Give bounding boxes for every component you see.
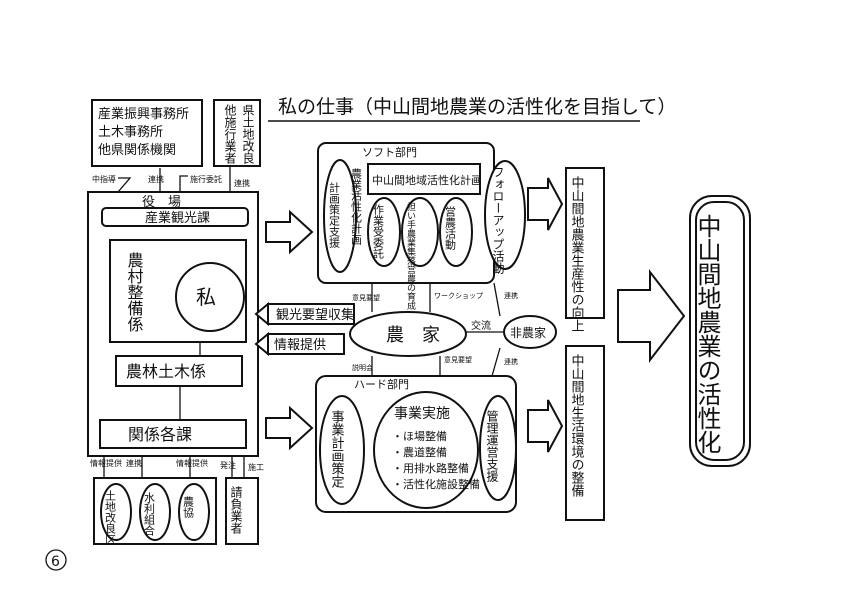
arrow-guidance-icon — [117, 177, 132, 193]
page-number: 6 — [51, 554, 60, 570]
implementation-item-0: ・ほ場整備 — [392, 429, 447, 443]
arrow-to-soft-icon — [265, 209, 314, 255]
local-body-2: 農協 — [182, 495, 195, 519]
soft-item-2: 作業受委託 — [372, 204, 385, 259]
farmers-ellipse — [349, 311, 467, 357]
arrow-lower-right-icon — [491, 347, 501, 377]
department-label: 産業観光課 — [145, 210, 210, 226]
local-body-0: 土地改良区 — [104, 490, 117, 545]
bottom-label-3: 発注 — [220, 460, 236, 470]
local-body-1: 水利組合 — [143, 492, 156, 536]
followup-oval — [484, 160, 526, 270]
rural-section-label: 農村整備係 — [125, 252, 144, 333]
soft-item-4: 営農活動 — [444, 205, 457, 251]
related-sections-box — [99, 419, 247, 449]
soft-division-title: ソフト部門 — [362, 145, 417, 159]
arrow-to-outcome-1-icon — [527, 399, 564, 453]
implementation-title: 事業実施 — [394, 406, 450, 422]
hard-plan-oval — [319, 395, 365, 505]
bottom-label-2: 情報提供 — [176, 458, 208, 468]
outcome-0-box — [565, 167, 605, 319]
exchange-label: 交流 — [471, 319, 491, 332]
bottom-label-4: 施工 — [248, 462, 264, 472]
interaction-upper-mid: ワークショップ — [434, 292, 483, 300]
arrow-to-hard-icon — [265, 405, 314, 451]
external-offices-box — [91, 99, 203, 167]
contractor-label: 請負業者 — [229, 486, 243, 535]
plan-label: 中山間地域活性化計画 — [372, 173, 482, 187]
local-body-1-oval — [139, 483, 171, 541]
side-note-1-arrowhead-icon — [254, 331, 269, 357]
farm-civil-section-label: 農林土木係 — [126, 362, 206, 381]
farm-civil-section-box — [115, 355, 243, 387]
land-improvement-box — [213, 99, 261, 167]
page-title: 私の仕事（中山間地農業の活性化を目指して） — [278, 96, 676, 118]
page-number-circle — [45, 549, 67, 571]
external-office-0: 産業振興事務所 — [98, 106, 189, 122]
outcome-0: 中山間地農業生産性の向上 — [569, 176, 585, 332]
external-office-2: 他県関係機関 — [98, 143, 176, 158]
interaction-lower-left: 説明会 — [352, 363, 373, 372]
soft-item-2-oval — [367, 197, 401, 267]
local-body-2-oval — [178, 483, 210, 541]
side-note-0: 観光要望収集 — [276, 307, 354, 323]
label-cooperation: 連携 — [234, 178, 250, 188]
implementation-item-1: ・農道整備 — [392, 445, 447, 459]
interaction-lower-mid: 意見要望 — [444, 355, 472, 364]
side-note-1: 情報提供 — [274, 337, 326, 353]
outcome-1: 中山間地生活環境の整備 — [569, 354, 585, 497]
outcome-1-box — [565, 345, 605, 521]
hard-plan-label: 事業計画策定 — [329, 410, 345, 489]
local-body-0-oval — [100, 483, 132, 541]
bottom-label-0: 情報提供 — [90, 458, 122, 468]
hard-division-title: ハード部門 — [354, 377, 409, 391]
arrow-upper-right-icon — [493, 282, 501, 317]
arrow-to-outcome-0-icon — [527, 177, 564, 231]
bottom-label-1: 連携 — [126, 458, 142, 468]
management-label: 管理運営支援 — [485, 409, 499, 483]
implementation-item-2: ・用排水路整備 — [392, 461, 469, 475]
label-guidance: 中指導 — [92, 174, 116, 184]
soft-item-4-oval — [439, 197, 473, 267]
soft-item-0: 計画策定支援 — [328, 181, 341, 249]
farmers-label: 農 家 — [386, 325, 440, 346]
arrow-execution-icon — [179, 175, 188, 192]
interaction-lower-right: 連携 — [504, 357, 518, 366]
town-hall-title: 役 場 — [142, 195, 181, 210]
followup-label: フォローアップ活動 — [491, 166, 505, 274]
label-coordination: 連携 — [148, 174, 164, 184]
soft-item-3: 担い手農業集落営農の育成 — [405, 201, 416, 311]
goal-label: 中山間地農業の活性化 — [693, 214, 721, 454]
management-oval — [479, 395, 517, 501]
department-box — [101, 207, 249, 227]
label-execution: 施行委託 — [190, 174, 222, 184]
non-farmers-label: 非農家 — [510, 325, 546, 340]
side-note-0-arrowhead-icon — [254, 301, 269, 327]
plan-label-box — [367, 163, 481, 195]
contractor-box — [225, 477, 259, 545]
arrow-to-goal-icon — [617, 269, 686, 363]
external-office-1: 土木事務所 — [98, 125, 163, 140]
soft-item-3-oval — [401, 197, 439, 267]
me-circle — [175, 262, 245, 332]
implementation-oval — [373, 391, 479, 509]
interaction-upper-left: 意見要望 — [352, 293, 380, 302]
me-label: 私 — [196, 285, 216, 309]
soft-item-1: 農業活性化計画 — [350, 167, 363, 245]
land-improvement-line-1: 他施行業者 — [223, 104, 237, 165]
soft-item-0-oval — [323, 159, 357, 273]
land-improvement-line-0: 県土地改良 — [241, 104, 255, 165]
related-sections-label: 関係各課 — [128, 425, 192, 444]
goal-box-inner — [695, 201, 745, 461]
interaction-upper-right: 連携 — [504, 291, 518, 300]
implementation-item-3: ・活性化施設整備 — [392, 477, 480, 491]
